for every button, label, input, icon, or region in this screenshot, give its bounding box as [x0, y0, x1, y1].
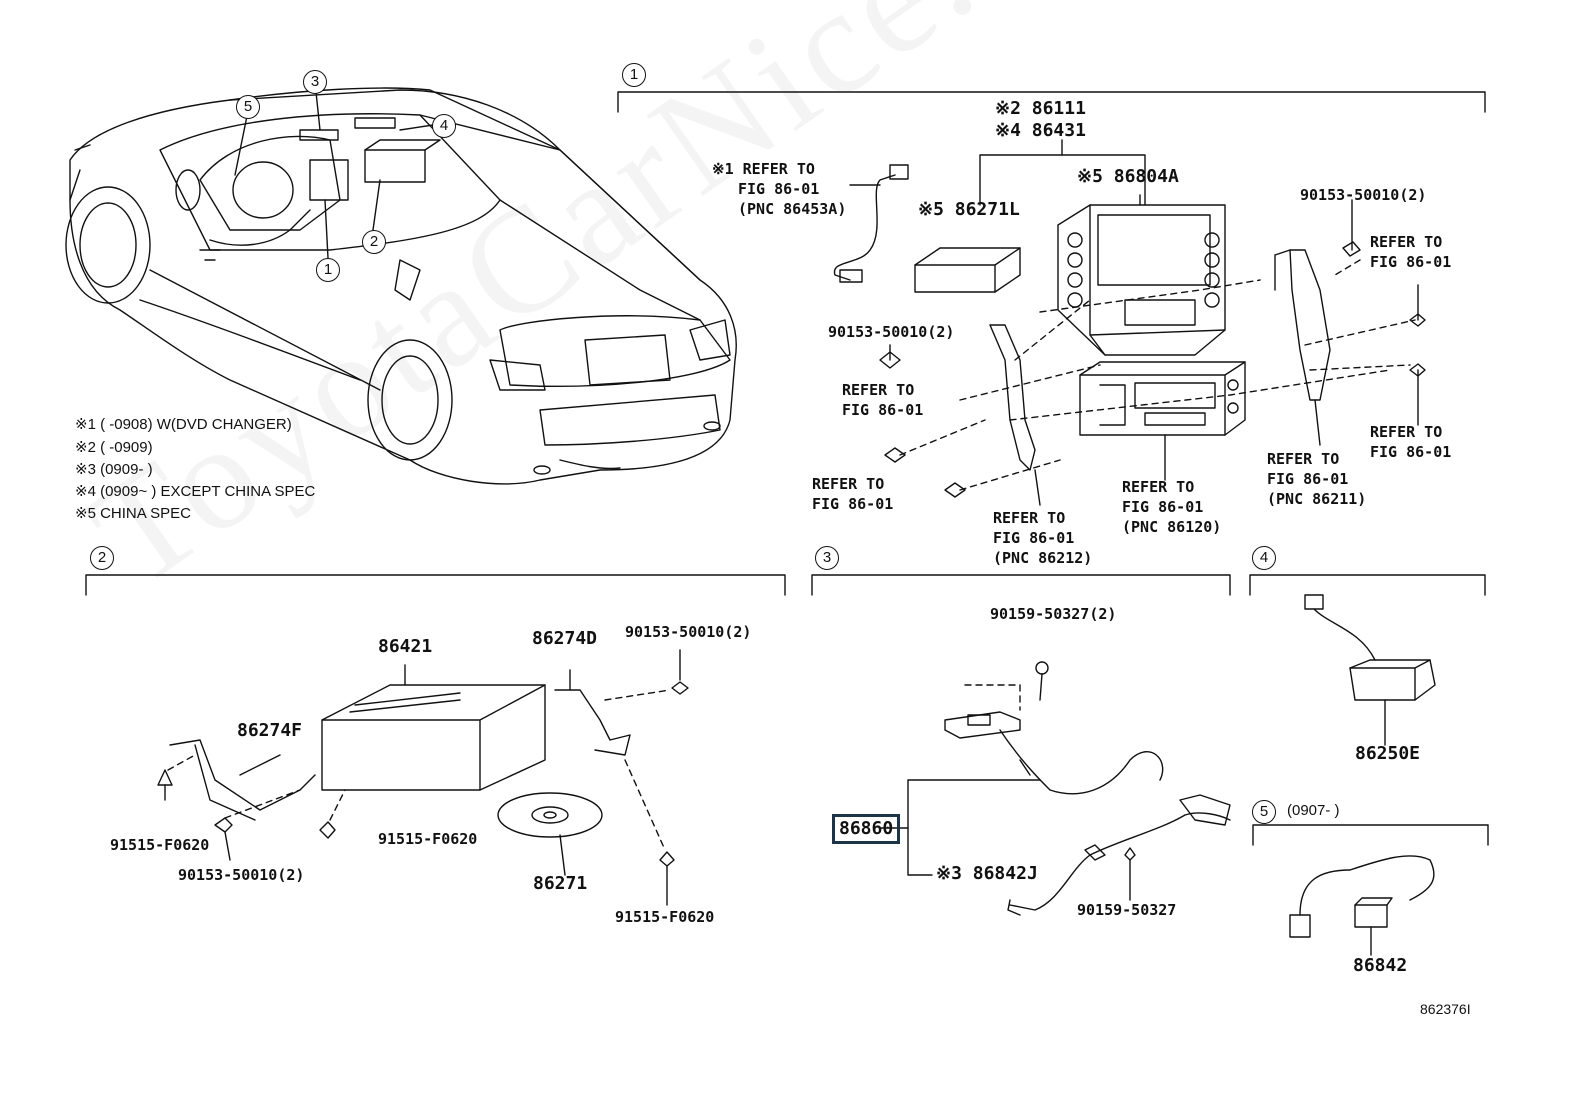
ref-left-b-l1: REFER TO	[812, 475, 885, 493]
section4-parts	[1304, 594, 1436, 746]
callout-5-section: 5	[1252, 800, 1276, 824]
ref-left-b-l2: FIG 86-01	[812, 495, 894, 513]
note-5: ※5 CHINA SPEC	[75, 505, 191, 522]
ref-86212-l1: REFER TO	[993, 509, 1066, 527]
part-86271: 86271	[533, 873, 588, 894]
callout-2-car: 2	[362, 230, 386, 254]
part-86274f: 86274F	[237, 720, 303, 741]
bolt-90153-left: 90153-50010(2)	[828, 323, 955, 341]
ref-86453a-l2: FIG 86-01	[738, 180, 820, 198]
ref-right-bot-l1: REFER TO	[1370, 423, 1443, 441]
note-4: ※4 (0909~ ) EXCEPT CHINA SPEC	[75, 483, 316, 500]
screw-91515-left: 91515-F0620	[110, 836, 210, 854]
callout-1-section: 1	[622, 63, 646, 87]
ref-86211-l2: FIG 86-01	[1267, 470, 1349, 488]
ref-86212-l2: FIG 86-01	[993, 529, 1075, 547]
part-86842j: ※3 86842J	[936, 863, 1038, 884]
section3-bracket	[811, 574, 1231, 596]
callout-4-section: 4	[1252, 546, 1276, 570]
car-illustration	[65, 87, 737, 485]
callout-1-car: 1	[316, 258, 340, 282]
ref-86212-l3: (PNC 86212)	[993, 549, 1093, 567]
bolt-90153-s2-bottom: 90153-50010(2)	[178, 866, 305, 884]
ref-86120-l1: REFER TO	[1122, 478, 1195, 496]
section3-parts	[879, 661, 1231, 916]
ref-86453a-l3: (PNC 86453A)	[738, 200, 847, 218]
ref-right-top-l1: REFER TO	[1370, 233, 1443, 251]
section2-bracket	[85, 574, 786, 596]
ref-86211-l3: (PNC 86211)	[1267, 490, 1367, 508]
note-2: ※2 ( -0909)	[75, 439, 153, 456]
ref-left-a-l1: REFER TO	[842, 381, 915, 399]
ref-left-a-l2: FIG 86-01	[842, 401, 924, 419]
ref-86211-l1: REFER TO	[1267, 450, 1340, 468]
section5-parts	[1289, 855, 1435, 956]
ref-86120-l3: (PNC 86120)	[1122, 518, 1222, 536]
screw-91515-right: 91515-F0620	[615, 908, 715, 926]
ref-right-bot-l2: FIG 86-01	[1370, 443, 1452, 461]
part-86111: ※2 86111	[995, 98, 1086, 119]
section4-bracket	[1249, 574, 1486, 596]
part-86421: 86421	[378, 636, 433, 657]
ref-86453a-l1: ※1 REFER TO	[712, 160, 815, 178]
part-86804a: ※5 86804A	[1077, 166, 1179, 187]
bolt-90153-s2-top: 90153-50010(2)	[625, 623, 752, 641]
note-3: ※3 (0909- )	[75, 461, 153, 478]
part-86250e: 86250E	[1355, 743, 1421, 764]
callout-4-car: 4	[432, 114, 456, 138]
screw-91515-mid: 91515-F0620	[378, 830, 478, 848]
part-86271l: ※5 86271L	[918, 199, 1020, 220]
bolt-90153-right: 90153-50010(2)	[1300, 186, 1427, 204]
ref-right-top-l2: FIG 86-01	[1370, 253, 1452, 271]
section2-parts	[157, 649, 689, 906]
ref-86120-l2: FIG 86-01	[1122, 498, 1204, 516]
section5-date-range: (0907- )	[1287, 802, 1340, 819]
callout-5-car: 5	[236, 95, 260, 119]
section1-parts	[833, 139, 1426, 506]
note-1: ※1 ( -0908) W(DVD CHANGER)	[75, 416, 292, 433]
callout-3-car: 3	[303, 70, 327, 94]
section5-bracket	[1252, 824, 1489, 846]
clip-90159-top: 90159-50327(2)	[990, 605, 1117, 623]
clip-90159-bottom: 90159-50327	[1077, 901, 1177, 919]
section1-bracket	[617, 91, 1486, 113]
callout-2-section: 2	[90, 546, 114, 570]
figure-id: 862376I	[1420, 1001, 1471, 1017]
part-86431: ※4 86431	[995, 120, 1086, 141]
part-86274d: 86274D	[532, 628, 598, 649]
part-86860-highlighted[interactable]: 86860	[832, 814, 901, 844]
part-86842: 86842	[1353, 955, 1408, 976]
callout-3-section: 3	[815, 546, 839, 570]
